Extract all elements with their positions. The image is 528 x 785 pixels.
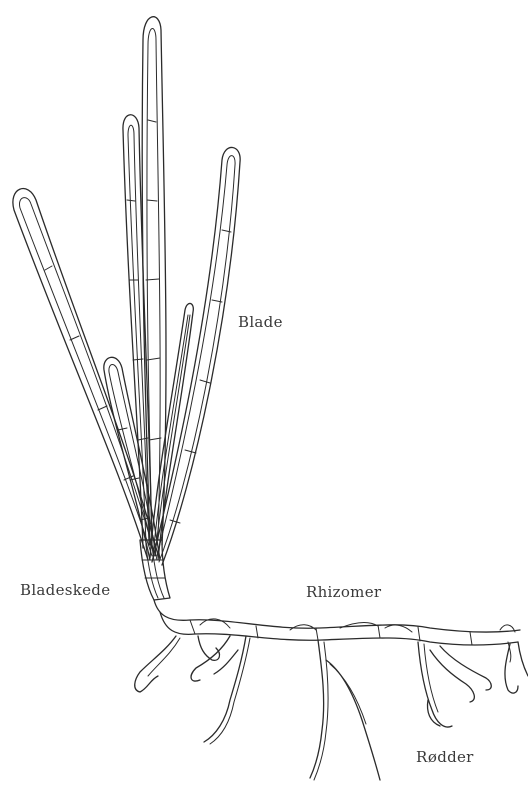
leaf-extra [150, 303, 193, 560]
label-bladeskede: Bladeskede [20, 581, 110, 599]
leaves [13, 17, 240, 565]
label-rhizomer: Rhizomer [306, 583, 381, 601]
rhizome [154, 600, 520, 662]
label-rodder: Rødder [416, 748, 474, 766]
label-blade: Blade [238, 313, 283, 331]
